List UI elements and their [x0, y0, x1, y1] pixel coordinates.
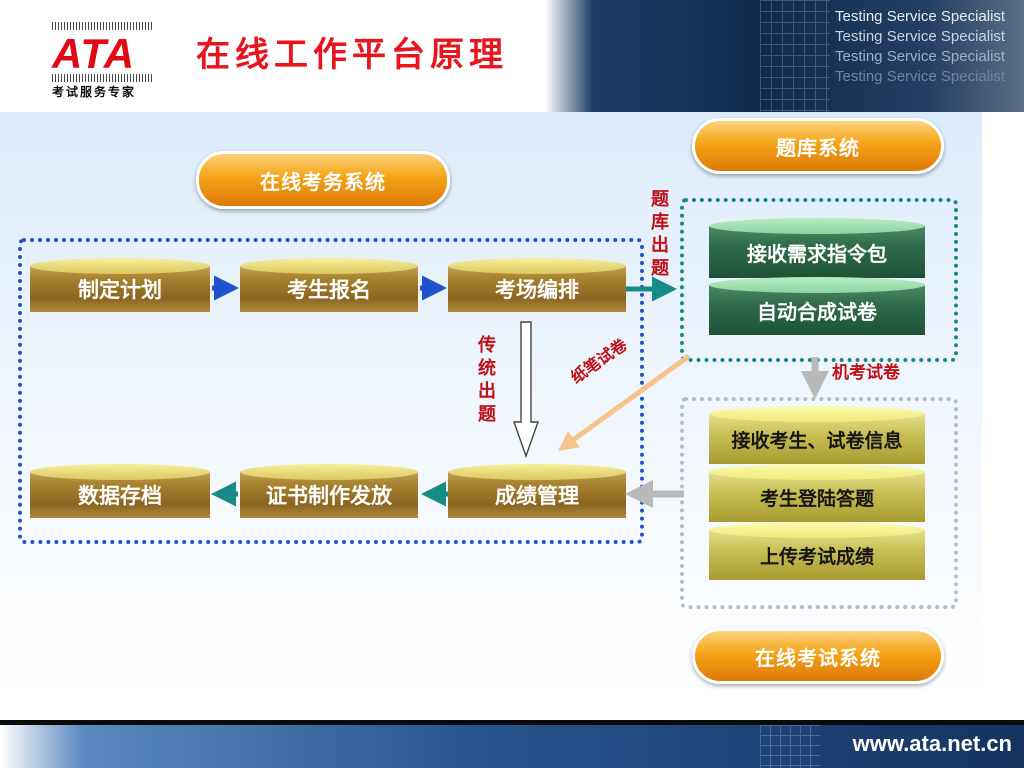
online-exam-box: [680, 397, 958, 609]
banner-grid: [760, 0, 830, 112]
footer-divider: [0, 720, 1024, 725]
logo-ruler-bottom: [52, 74, 152, 82]
header-banner: Testing Service Specialist Testing Servi…: [545, 0, 1024, 112]
tagline: Testing Service Specialist: [835, 68, 1006, 85]
exam-step-answer: 考生登陆答题: [709, 464, 925, 522]
footer-grid: [760, 725, 820, 768]
exam-step-upload-scores: 上传考试成绩: [709, 522, 925, 580]
tagline: Testing Service Specialist: [835, 28, 1006, 45]
process-step-label: 成绩管理: [495, 484, 579, 508]
process-step-archive: 数据存档: [30, 464, 210, 526]
process-step-score-management: 成绩管理: [448, 464, 626, 526]
process-step-label: 考生报名: [287, 278, 371, 302]
label-traditional-out: 传统出题: [478, 335, 496, 425]
logo-subtitle: 考试服务专家: [52, 85, 137, 99]
logo: ATA: [52, 30, 136, 77]
header: ATA 考试服务专家 在线工作平台原理 Testing Service Spec…: [0, 0, 1024, 112]
bank-step-label: 接收需求指令包: [747, 241, 887, 266]
bank-step-label: 自动合成试卷: [757, 299, 877, 324]
question-bank-system-pill: 题库系统: [692, 118, 944, 174]
logo-ruler-top: [52, 22, 152, 30]
question-bank-box: [680, 198, 958, 362]
tagline: Testing Service Specialist: [835, 8, 1006, 25]
footer: www.ata.net.cn: [0, 725, 1024, 768]
label-bank-out: 题库出题: [651, 189, 669, 279]
exam-step-label: 考生登陆答题: [759, 487, 874, 510]
right-margin: [982, 112, 1024, 720]
bottom-spacer: [0, 700, 1024, 720]
online-exam-system-pill: 在线考试系统: [692, 628, 944, 684]
exam-step-receive-info: 接收考生、试卷信息: [709, 406, 925, 464]
tagline: Testing Service Specialist: [835, 48, 1006, 65]
process-step-label: 数据存档: [78, 484, 162, 508]
process-step-label: 证书制作发放: [266, 484, 392, 508]
exam-affairs-system-pill: 在线考务系统: [196, 151, 450, 209]
website-url: www.ata.net.cn: [852, 731, 1012, 756]
process-step-plan: 制定计划: [30, 258, 210, 320]
bank-step-receive-request: 接收需求指令包: [709, 218, 925, 278]
exam-step-label: 上传考试成绩: [759, 545, 874, 568]
exam-step-label: 接收考生、试卷信息: [731, 429, 903, 452]
page-title: 在线工作平台原理: [196, 35, 508, 75]
process-step-certificate: 证书制作发放: [240, 464, 418, 526]
label-computer-exam: 机考试卷: [832, 363, 900, 383]
process-step-label: 制定计划: [78, 278, 162, 302]
process-step-registration: 考生报名: [240, 258, 418, 320]
bank-step-compose-paper: 自动合成试卷: [709, 277, 925, 335]
process-step-room-arrangement: 考场编排: [448, 258, 626, 320]
process-step-label: 考场编排: [495, 278, 579, 302]
